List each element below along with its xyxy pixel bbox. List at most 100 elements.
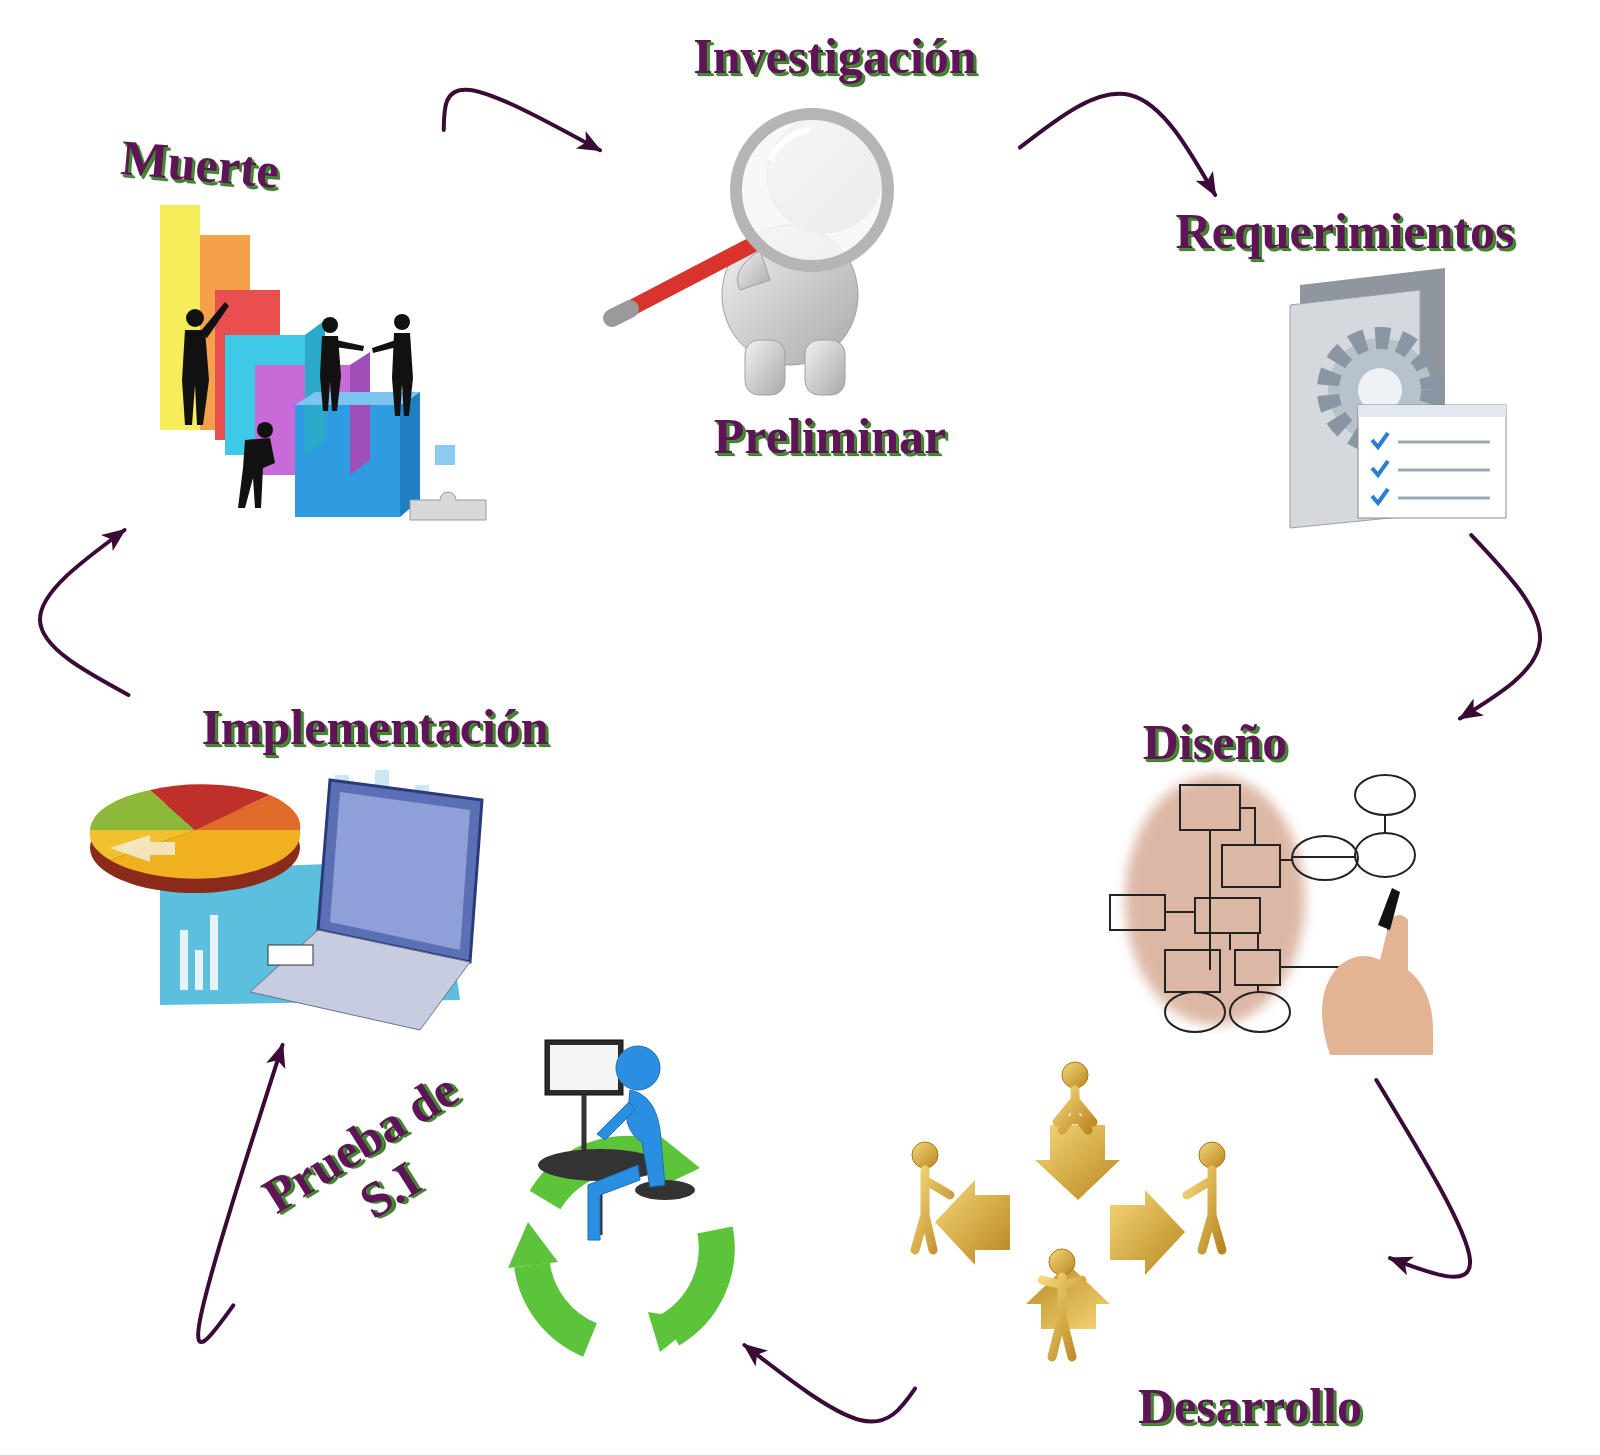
stair-blocks-illustration-part	[186, 309, 204, 327]
stair-blocks-illustration-part	[182, 302, 413, 508]
stair-blocks-illustration-part	[182, 330, 209, 425]
stair-blocks-illustration	[160, 205, 486, 520]
folder-checklist-illustration-part	[1358, 405, 1506, 417]
cycle-arrow	[1460, 535, 1540, 718]
flowchart-sketch-illustration-part	[1230, 992, 1290, 1032]
teamwork-arrows-illustration-part	[912, 1142, 938, 1168]
charts-laptop-illustration-part	[250, 930, 470, 1030]
magnifier-figure-illustration-part	[736, 114, 888, 266]
cycle-arrow	[744, 1345, 915, 1422]
folder-checklist-illustration-part	[1398, 497, 1490, 500]
testing-workstation-illustration-part	[508, 1222, 558, 1268]
stair-blocks-illustration-part	[322, 317, 338, 333]
folder-checklist-illustration-part	[1372, 433, 1388, 503]
flowchart-sketch-illustration	[1110, 775, 1433, 1055]
teamwork-arrows-illustration-part	[915, 1090, 1222, 1357]
teamwork-arrows-illustration-part	[1042, 1277, 1082, 1357]
teamwork-arrows-illustration-part	[1049, 1249, 1075, 1275]
testing-workstation-illustration-part	[648, 1312, 700, 1352]
cycle-arrow	[1020, 94, 1215, 195]
stair-blocks-illustration-part	[435, 445, 455, 465]
stage-node: Desarrollo	[915, 1055, 1390, 1450]
flowchart-sketch-illustration-part	[1180, 785, 1240, 830]
teamwork-arrows-illustration-part	[1199, 1142, 1225, 1168]
flowchart-sketch-illustration-part	[1195, 898, 1260, 933]
folder-checklist-illustration-part	[1398, 441, 1490, 444]
stage-node: Implementación	[85, 695, 585, 1045]
testing-workstation-illustration-part	[538, 1149, 662, 1181]
flowchart-sketch-illustration-part	[1110, 895, 1165, 930]
magnifier-figure-illustration-part	[805, 340, 845, 395]
stair-blocks-illustration-part	[350, 352, 370, 475]
cycle-arrow	[444, 90, 600, 151]
teamwork-arrows-illustration-part	[1035, 1125, 1120, 1200]
charts-laptop-illustration-part	[210, 915, 218, 990]
teamwork-arrows-illustration-part	[1187, 1170, 1222, 1250]
teamwork-arrows-illustration-part	[1110, 1190, 1185, 1275]
stage-node: Diseño	[1100, 710, 1460, 1080]
flowchart-sketch-illustration-part	[1235, 950, 1280, 985]
flowchart-sketch-illustration-part	[1165, 950, 1220, 992]
testing-workstation-illustration-part	[532, 1265, 590, 1340]
flowchart-sketch-illustration-part	[1125, 775, 1305, 1025]
stage-label: Preliminar	[714, 408, 946, 464]
testing-workstation-illustration-part	[670, 1230, 717, 1330]
cycle-arrow	[40, 530, 129, 695]
folder-checklist-illustration	[1290, 268, 1506, 528]
teamwork-arrows-illustration-part	[1057, 1090, 1093, 1130]
stair-blocks-illustration-part	[335, 340, 364, 351]
charts-laptop-illustration-part	[195, 795, 300, 830]
teamwork-arrows-illustration-part	[912, 1062, 1225, 1275]
charts-laptop-illustration-part	[180, 915, 218, 990]
teamwork-arrows-illustration-part	[1062, 1062, 1088, 1088]
testing-workstation-illustration-part	[532, 1154, 717, 1340]
stage-label: Implementación	[201, 699, 548, 755]
flowchart-sketch-illustration-part	[1355, 833, 1415, 877]
folder-checklist-illustration-part	[1398, 442, 1490, 498]
testing-workstation-illustration-part	[545, 1040, 623, 1095]
teamwork-arrows-illustration-part	[915, 1170, 950, 1250]
testing-workstation-illustration-part	[588, 1165, 640, 1240]
flowchart-sketch-illustration-part	[1355, 775, 1415, 815]
stage-node: InvestigaciónPreliminar	[600, 20, 1020, 475]
testing-workstation-illustration	[508, 1040, 717, 1352]
folder-checklist-illustration-part	[1372, 461, 1388, 475]
stair-blocks-illustration-part	[394, 314, 410, 330]
magnifier-figure-illustration	[612, 114, 888, 395]
stage-label: Prueba de S.I	[239, 1052, 510, 1279]
stage-label: Diseño	[1143, 714, 1287, 770]
stair-blocks-illustration-part	[257, 422, 273, 438]
charts-laptop-illustration-part	[195, 950, 203, 990]
stair-blocks-illustration-part	[200, 302, 229, 338]
flowchart-sketch-illustration-part	[1165, 992, 1225, 1032]
magnifier-figure-illustration-part	[770, 130, 810, 160]
folder-checklist-illustration-part	[1372, 433, 1388, 447]
testing-workstation-illustration-part	[588, 1046, 665, 1240]
stage-node: Muerte	[100, 130, 525, 530]
cycle-arrow	[1376, 1080, 1470, 1277]
magnifier-figure-illustration-part	[612, 245, 752, 318]
folder-checklist-illustration-part	[1398, 469, 1490, 472]
stair-blocks-illustration-part	[238, 438, 275, 508]
stair-blocks-illustration-part	[400, 392, 420, 517]
stage-label: Desarrollo	[1138, 1378, 1362, 1434]
testing-workstation-illustration-part	[550, 1045, 618, 1090]
testing-workstation-illustration-part	[597, 1102, 635, 1140]
charts-laptop-illustration	[90, 770, 482, 1030]
flowchart-sketch-illustration-part	[1322, 915, 1433, 1055]
flowchart-sketch-illustration-part	[1378, 888, 1400, 930]
teamwork-arrows-illustration	[912, 1062, 1225, 1357]
charts-laptop-illustration-part	[110, 835, 175, 862]
magnifier-figure-illustration-part	[745, 340, 785, 395]
flowchart-sketch-illustration-part	[1222, 845, 1280, 887]
stage-label: Muerte	[119, 129, 282, 199]
magnifier-figure-illustration-part	[612, 309, 630, 318]
charts-laptop-illustration-part	[180, 930, 188, 990]
stage-label: Investigación	[693, 28, 976, 84]
folder-checklist-illustration-part	[1372, 489, 1388, 503]
stair-blocks-illustration-part	[410, 492, 486, 520]
stair-blocks-illustration-part	[372, 340, 397, 353]
testing-workstation-illustration-part	[616, 1046, 660, 1090]
stage-label: Requerimientos	[1176, 203, 1515, 259]
